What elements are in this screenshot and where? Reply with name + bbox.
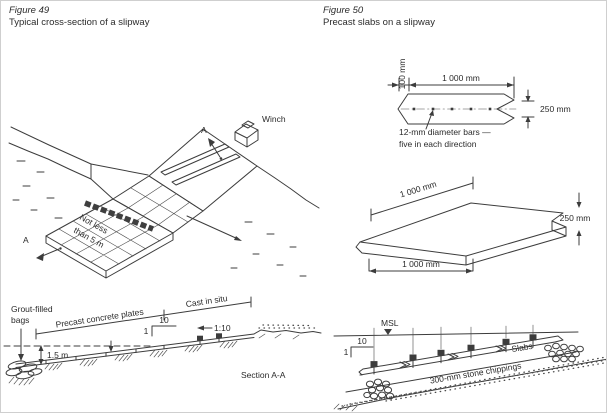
section-arrow-bottom: A [23, 235, 62, 261]
dim-1000mm: 1 000 mm [442, 73, 480, 83]
anchor-posts [370, 324, 537, 375]
ground [333, 356, 606, 412]
waterline-band [84, 200, 154, 232]
right-stone-pile [544, 342, 584, 363]
bars-note-line2: five in each direction [399, 139, 477, 149]
slope-indicator: 10 1 [344, 336, 374, 358]
rail [160, 143, 230, 176]
slope-run-label: 10 [159, 315, 169, 325]
slope-run-label: 10 [357, 336, 367, 346]
figure50-slab-3d-diagram: 1 000 mm 1 000 mm 250 mm [355, 176, 591, 274]
winch-deck [148, 128, 258, 212]
grout-arrow [18, 328, 24, 361]
slab-band [358, 335, 564, 376]
section-letter-top: A [201, 125, 207, 135]
slab3d-dimensions: 1 000 mm 1 000 mm 250 mm [368, 176, 591, 274]
slope-indicator: 10 1 [144, 315, 177, 337]
section-arrow-top: A [201, 125, 223, 160]
winch-label: Winch [262, 114, 286, 124]
figure50-caption: Precast slabs on a slipway [323, 17, 435, 28]
figure50-plan-diagram: 100 mm 1 000 mm 250 mm 12-mm diameter ba… [387, 59, 571, 149]
bars-note: 12-mm diameter bars — five in each direc… [399, 110, 491, 149]
bars-note-line1: 12-mm diameter bars — [399, 127, 491, 137]
slab-3d-outline [355, 202, 567, 266]
slope-ratio-callout: 1:10 [197, 323, 231, 333]
msl-label: MSL [381, 318, 399, 328]
rail [171, 153, 241, 186]
slope-rise-label: 1 [144, 326, 149, 336]
slope-ratio-label: 1:10 [214, 323, 231, 333]
ramp-plate [15, 333, 255, 368]
msl-marker: MSL [381, 318, 399, 335]
figure49-caption: Typical cross-section of a slipway [9, 17, 150, 28]
figure49-isometric-diagram: Winch A Not less than 5 m A [8, 114, 320, 279]
water-line [333, 331, 579, 337]
figure49-section-diagram: Grout-filled bags 1.5 m Precast concrete… [3, 293, 322, 386]
precast-label: Precast concrete plates [55, 307, 144, 330]
slope-rise-label: 1 [344, 347, 349, 357]
lower-platform-grid [45, 198, 174, 279]
section-letter-bottom: A [23, 235, 29, 245]
depth-dimension: 1.5 m [38, 345, 68, 365]
figure50-label: Figure 50 [323, 5, 364, 16]
ground-hatching [44, 340, 238, 371]
plan-dimensions: 100 mm 1 000 mm 250 mm [387, 59, 571, 129]
figure50-slipway-diagram: MSL 10 1 Slabs 300-mm stone chippings [333, 318, 606, 412]
dim-100mm: 100 mm [397, 59, 407, 90]
left-bank [8, 126, 149, 219]
right-bank [186, 165, 320, 277]
figure50-header: Figure 50 Precast slabs on a slipway [323, 5, 435, 29]
figure49-header: Figure 49 Typical cross-section of a sli… [9, 5, 149, 29]
section-title: Section A-A [241, 370, 286, 380]
dim-250mm: 250 mm [540, 104, 571, 114]
rebar-dots [412, 107, 492, 111]
dim-thickness-250mm: 250 mm [560, 213, 591, 223]
left-stone-pile [363, 378, 395, 400]
slabs-label: Slabs [511, 341, 534, 354]
dim-bottom-1000mm: 1 000 mm [402, 259, 440, 269]
grout-label-line2: bags [11, 315, 29, 325]
right-ground [253, 324, 322, 340]
grout-label-line1: Grout-filled [11, 304, 53, 314]
anchor-posts [197, 333, 222, 345]
figure49-label: Figure 49 [9, 5, 50, 16]
winch-drawing [234, 120, 259, 148]
grout-bags-drawing [5, 360, 43, 386]
chippings-bottom-line [345, 351, 577, 393]
depth-label: 1.5 m [47, 350, 68, 360]
